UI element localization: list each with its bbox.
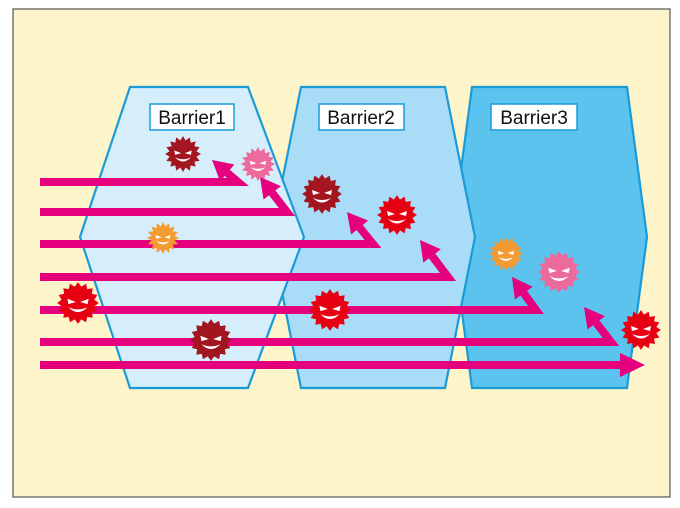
attack-arrow-head [512, 277, 533, 300]
barrier2-label: Barrier2 [327, 108, 395, 129]
passing-arrow-shaft [40, 361, 622, 369]
attack-arrow-shaft [40, 253, 457, 281]
virus-icon [309, 289, 351, 331]
virus-icon [377, 195, 417, 235]
attack-arrow-head [584, 307, 605, 330]
attack-arrow-shaft [40, 320, 620, 346]
passing-arrow-head [620, 353, 645, 377]
barrier2-label-box: Barrier2 [318, 103, 405, 131]
barrier3-label-box: Barrier3 [490, 103, 578, 131]
virus-icon [146, 221, 180, 255]
viruses [57, 136, 661, 361]
virus-icon [488, 236, 524, 272]
virus-icon [538, 251, 580, 293]
attack-arrow-head [212, 160, 235, 182]
attack-arrow-shaft [40, 290, 544, 314]
attack-arrow-shaft [40, 190, 296, 216]
virus-icon [190, 319, 232, 361]
attack-arrow-head [420, 240, 441, 263]
attack-arrow-head [260, 177, 281, 200]
virus-icon [240, 146, 276, 182]
attack-arrow-shaft [40, 169, 249, 186]
virus-icon [57, 282, 99, 324]
virus-icon [302, 174, 342, 214]
virus-icon [621, 310, 661, 350]
virus-icon [165, 136, 201, 172]
barrier1-label: Barrier1 [158, 108, 226, 129]
barrier3-label: Barrier3 [500, 108, 568, 129]
attack-arrow-head [347, 212, 369, 235]
barrier1-label-box: Barrier1 [149, 103, 235, 131]
